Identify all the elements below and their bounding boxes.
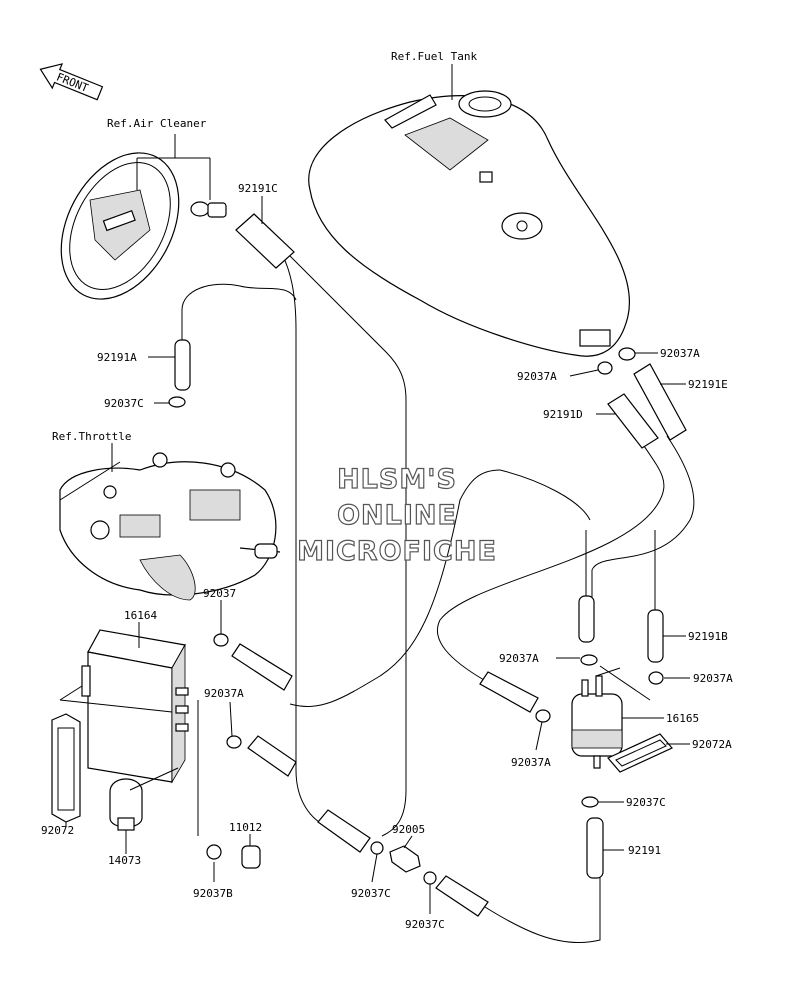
hose-segment-92191a	[174, 339, 191, 391]
label-92037: 92037	[203, 587, 236, 600]
watermark-line-1: HLSM'S	[337, 464, 457, 495]
label-92191c: 92191C	[238, 182, 278, 195]
label-11012: 11012	[229, 821, 262, 834]
label-92037a-filter-left: 92037A	[511, 756, 551, 769]
label-92037a-right1: 92037A	[660, 347, 700, 360]
label-92037c-bottom2: 92037C	[405, 918, 445, 931]
hose-segment-92191b-left	[578, 595, 595, 643]
bracket-92072-icon	[51, 713, 81, 823]
label-92037a-right2: 92037A	[517, 370, 557, 383]
label-92037a-filter-right: 92037A	[693, 672, 733, 685]
label-92191e: 92191E	[688, 378, 728, 391]
watermark-line-3: MICROFICHE	[297, 536, 497, 567]
plug-11012-icon	[241, 845, 261, 869]
label-92191b: 92191B	[688, 630, 728, 643]
hose-segment-canister-lower	[247, 735, 297, 777]
bracket-92072a-icon	[607, 733, 673, 773]
leader-lines	[148, 196, 690, 914]
label-92191d: 92191D	[543, 408, 583, 421]
watermark-line-2: ONLINE	[337, 500, 457, 531]
label-16165: 16165	[666, 712, 699, 725]
label-92037c-filter: 92037C	[626, 796, 666, 809]
label-92037b: 92037B	[193, 887, 233, 900]
ref-air-cleaner-label: Ref.Air Cleaner	[107, 117, 207, 130]
label-16164: 16164	[124, 609, 157, 622]
hose-segment-92191d	[607, 393, 659, 449]
long-hose-lines	[181, 251, 695, 944]
hose-segment-canister-upper	[231, 643, 293, 691]
hose-segment-filter-inlet	[479, 671, 539, 713]
label-92037a-mid: 92037A	[499, 652, 539, 665]
fuel-filter-16165-icon	[571, 675, 623, 769]
label-92037a-left: 92037A	[204, 687, 244, 700]
label-92072a: 92072A	[692, 738, 732, 751]
hose-segment-92191c	[235, 213, 295, 269]
label-92072: 92072	[41, 824, 74, 837]
air-cleaner-icon	[60, 152, 227, 300]
label-92037c-top: 92037C	[104, 397, 144, 410]
hose-segment-bottom-right	[435, 875, 489, 917]
clamp-icons	[168, 347, 664, 885]
hose-segment-92191	[586, 817, 604, 879]
front-arrow-icon: FRONT	[39, 63, 104, 101]
canister-16164-icon	[81, 629, 189, 784]
label-92191: 92191	[628, 844, 661, 857]
label-92037c-bottom1: 92037C	[351, 887, 391, 900]
hose-segment-bottom-left	[317, 809, 371, 853]
fuel-tank-icon	[308, 90, 631, 357]
ref-fuel-tank-label: Ref.Fuel Tank	[391, 50, 477, 63]
cap-14073-icon	[109, 778, 143, 831]
label-92191a: 92191A	[97, 351, 137, 364]
hose-segment-92191b-right	[647, 609, 664, 663]
ref-throttle-label: Ref.Throttle	[52, 430, 131, 443]
hose-segment-92191e	[633, 363, 687, 441]
throttle-body-icon	[59, 452, 281, 601]
label-14073: 14073	[108, 854, 141, 867]
label-92005: 92005	[392, 823, 425, 836]
fitting-92005-icon	[389, 845, 421, 873]
